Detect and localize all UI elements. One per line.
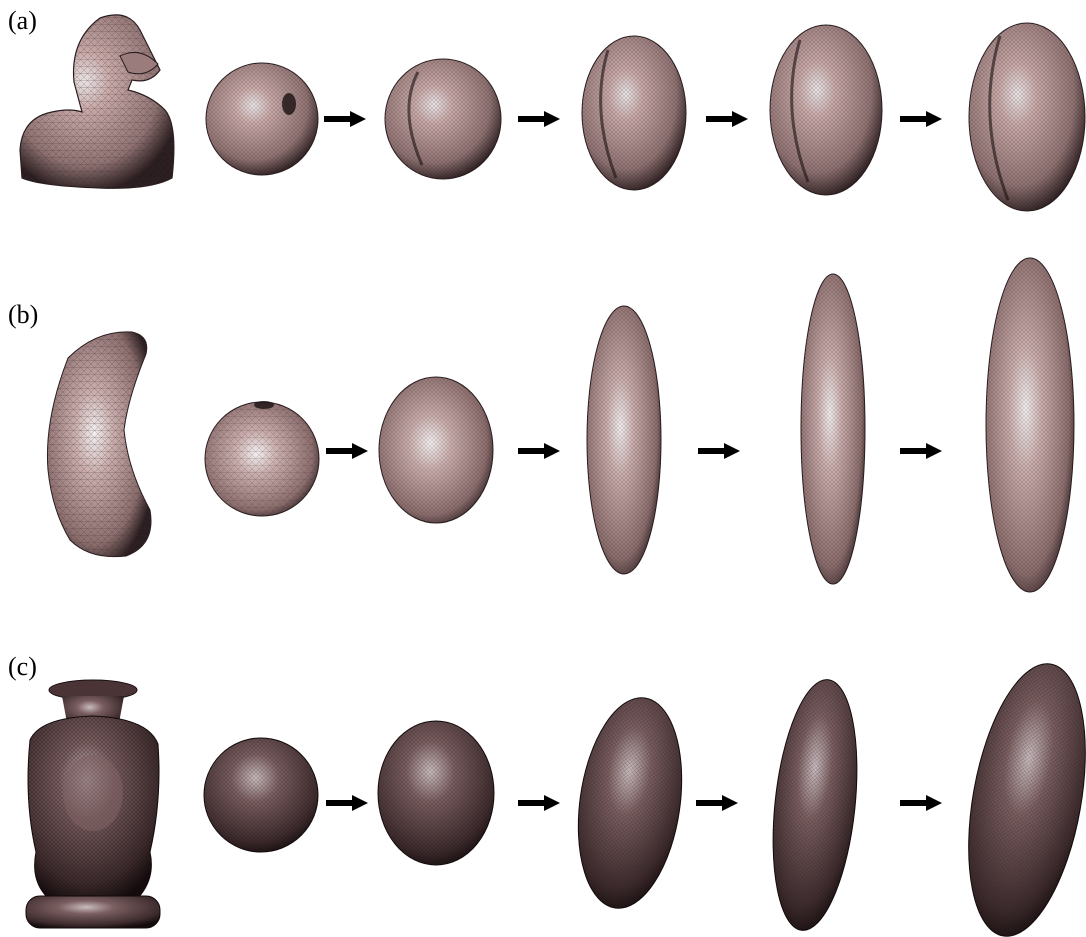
sphere-b-1 bbox=[205, 401, 319, 516]
arrow-a-4 bbox=[900, 111, 942, 127]
ellipsoid-c-2 bbox=[378, 721, 494, 865]
arrow-c-4 bbox=[900, 795, 942, 811]
arrow-b-3 bbox=[698, 443, 740, 459]
row-b bbox=[47, 258, 1074, 592]
duck-mesh-model bbox=[20, 15, 174, 188]
ellipsoid-a-3 bbox=[582, 36, 686, 190]
ellipsoid-c-5 bbox=[950, 655, 1086, 937]
ellipsoid-a-5 bbox=[969, 23, 1085, 211]
bone-mesh-model bbox=[47, 332, 151, 557]
ellipsoid-c-3 bbox=[566, 691, 695, 915]
row-a bbox=[20, 15, 1085, 211]
arrow-b-2 bbox=[518, 443, 560, 459]
arrow-a-1 bbox=[324, 111, 366, 127]
arrow-c-1 bbox=[326, 795, 368, 811]
row-c bbox=[26, 655, 1086, 937]
ellipsoid-b-4 bbox=[801, 274, 865, 584]
arrow-a-3 bbox=[706, 111, 748, 127]
ellipsoid-b-2 bbox=[379, 377, 493, 523]
ellipsoid-c-4 bbox=[762, 676, 868, 935]
arrow-c-3 bbox=[696, 795, 738, 811]
arrow-c-2 bbox=[518, 795, 560, 811]
lion-vase-mesh-model bbox=[26, 680, 160, 928]
arrow-a-2 bbox=[518, 111, 560, 127]
sphere-a-1 bbox=[206, 63, 318, 175]
ellipsoid-a-4 bbox=[770, 25, 882, 195]
sphere-c-1 bbox=[204, 738, 318, 852]
ellipsoid-a-2 bbox=[385, 59, 501, 179]
arrow-b-4 bbox=[900, 443, 942, 459]
ellipsoid-b-5 bbox=[986, 258, 1074, 592]
arrow-b-1 bbox=[326, 443, 368, 459]
ellipsoid-b-3 bbox=[587, 306, 661, 574]
